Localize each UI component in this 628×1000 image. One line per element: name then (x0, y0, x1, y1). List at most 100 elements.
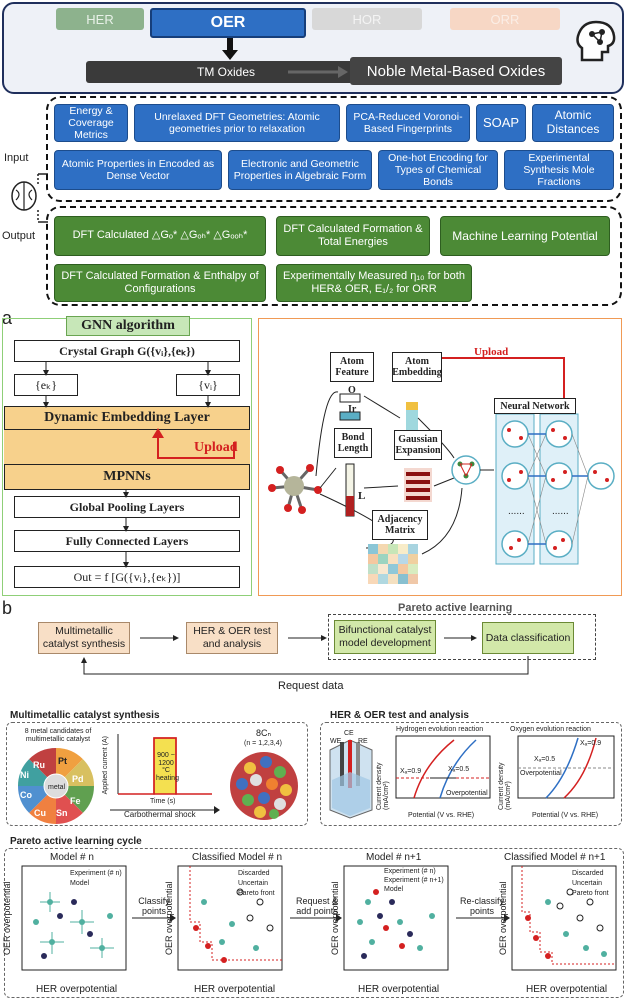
her-potential-label: Potential (V vs. RHE) (408, 812, 475, 819)
legend-experiment-n1: Experiment (# n+1) (384, 877, 444, 884)
y-axis-label-4: OER overpotential (498, 881, 508, 955)
output-measured-eta[interactable]: Experimentally Measured η₁₀ for both HER… (276, 264, 472, 302)
atom-feature-box[interactable]: Atom Feature (330, 352, 374, 382)
legend-pareto-front-b: Pareto front (572, 890, 609, 897)
her-x05-label: Xₐ=0.5 (448, 766, 470, 773)
input-label: Input (4, 152, 29, 164)
dynamic-embedding-layer[interactable]: Dynamic Embedding Layer (4, 406, 250, 430)
noble-metal-oxides-pill[interactable]: Noble Metal-Based Oxides (350, 57, 562, 85)
crystal-graph-box[interactable]: Crystal Graph G({vᵢ},{eₖ}) (14, 340, 240, 362)
tab-orr[interactable]: ORR (450, 8, 560, 30)
oer-cd-label: Current density (mA/cm²) (498, 762, 512, 810)
model-n1-title: Model # n+1 (366, 852, 422, 863)
input-synthesis-fractions[interactable]: Experimental Synthesis Mole Fractions (504, 150, 614, 190)
oer-overpotential-label: Overpotential (520, 770, 562, 777)
metal-pt: Pt (58, 756, 67, 766)
x-axis-label-3: HER overpotential (358, 984, 440, 995)
tab-her[interactable]: HER (56, 8, 144, 30)
legend-uncertain-b: Uncertain (572, 880, 602, 887)
atom-embedding-box[interactable]: Atom Embedding (392, 352, 442, 382)
input-unrelaxed-dft[interactable]: Unrelaxed DFT Geometries: Atomic geometr… (134, 104, 340, 142)
pareto-bracket (328, 614, 596, 660)
ai-head-icon (576, 20, 616, 62)
output-ml-potential[interactable]: Machine Learning Potential (440, 216, 610, 256)
neural-network-box[interactable]: Neural Network (494, 398, 576, 414)
metal-cu: Cu (34, 808, 46, 818)
svg-text:......: ...... (508, 506, 525, 517)
applied-current-label: Applied current (A) (102, 736, 109, 795)
x-axis-label-1: HER overpotential (36, 984, 118, 995)
electrode-ce: CE (344, 730, 354, 737)
electrode-re: RE (358, 738, 368, 745)
oer-potential-label: Potential (V vs. RHE) (532, 812, 599, 819)
metal-sn: Sn (56, 808, 68, 818)
pareto-cycle-panel (4, 848, 624, 998)
request-add-label: Request & add points (295, 896, 339, 916)
oer-plot-title: Oxygen evolution reaction (510, 726, 591, 733)
metal-ni: Ni (20, 770, 29, 780)
output-label: Output (2, 230, 36, 242)
pareto-plots (21, 865, 617, 971)
x-axis-label-4: HER overpotential (526, 984, 608, 995)
tab-hor[interactable]: HOR (312, 8, 422, 30)
flow-synthesis[interactable]: Multimetallic catalyst synthesis (38, 622, 130, 654)
tm-oxides-pill[interactable]: TM Oxides (86, 61, 366, 83)
output-dft-gibbs[interactable]: DFT Calculated △Gₒ* △Gₒₕ* △Gₒₒₕ* (54, 216, 266, 256)
upload-arrow-icon (152, 428, 235, 459)
shock-arrow (110, 806, 220, 814)
synthesis-panel (6, 722, 308, 826)
input-one-hot-bonds[interactable]: One-hot Encoding for Types of Chemical B… (378, 150, 498, 190)
output-formation-enthalpy[interactable]: DFT Calculated Formation & Enthalpy of C… (54, 264, 266, 302)
input-atomic-properties[interactable]: Atomic Properties in Encoded as Dense Ve… (54, 150, 222, 190)
legend-discarded: Discarded (238, 870, 270, 877)
oer-polarization-plot (517, 735, 615, 799)
tab-oer[interactable]: OER (150, 8, 306, 38)
input-electronic-geometric[interactable]: Electronic and Geometric Properties in A… (228, 150, 372, 190)
output-targets-box (46, 206, 622, 306)
input-pca-voronoi[interactable]: PCA-Reduced Voronoi-Based Fingerprints (346, 104, 470, 142)
gaussian-expansion-box[interactable]: Gaussian Expansion (394, 430, 442, 460)
input-energy-coverage[interactable]: Energy & Coverage Metrics (54, 104, 128, 142)
adjacency-matrix-grid (368, 544, 418, 584)
gnn-detail-panel (258, 318, 622, 596)
metal-candidates-caption: 8 metal candidates of multimetallic cata… (24, 728, 92, 743)
metal-pd: Pd (72, 774, 84, 784)
pareto-active-learning-label: Pareto active learning (398, 602, 513, 614)
flow-model-development[interactable]: Bifunctional catalyst model development (334, 620, 436, 654)
input-soap[interactable]: SOAP (476, 104, 526, 142)
gnn-title: GNN algorithm (66, 316, 190, 336)
molecule-icon (268, 464, 322, 514)
classified-model-n1-title: Classified Model # n+1 (504, 852, 606, 863)
oxygen-label: O (348, 385, 356, 396)
metal-co: Co (20, 790, 32, 800)
right-arrow-icon (288, 66, 348, 78)
brain-icon (11, 173, 48, 223)
gnn-flow-arrows (43, 362, 211, 568)
upload-label: Upload (194, 440, 238, 455)
y-axis-label-3: OER overpotential (330, 881, 340, 955)
request-data-label: Request data (278, 680, 344, 692)
oer-x09-label: Xₐ=0.9 (580, 740, 602, 747)
her-plot-title: Hydrogen evolution reaction (396, 726, 484, 733)
mpnn-layer[interactable]: MPNNs (4, 464, 250, 490)
her-cd-label: Current density (mA/cm²) (376, 762, 390, 810)
iridium-label: Ir (348, 404, 357, 415)
heat-label: 900 ~ 1200 °C heating (156, 752, 179, 783)
edge-set-box[interactable]: {eₖ} (14, 374, 78, 396)
flow-data-classification[interactable]: Data classification (482, 622, 574, 654)
legend-experiment-n-b: Experiment (# n) (384, 868, 436, 875)
down-arrow-icon (222, 38, 238, 60)
y-axis-label-2: OER overpotential (164, 881, 174, 955)
upload-label-2: Upload (474, 346, 509, 358)
output-formation-total[interactable]: DFT Calculated Formation & Total Energie… (276, 216, 430, 256)
sc-label: 8Cₙ (256, 728, 272, 738)
adjacency-matrix-box[interactable]: Adjacency Matrix (372, 510, 428, 540)
legend-model: Model (70, 880, 90, 887)
input-atomic-distances[interactable]: Atomic Distances (532, 104, 614, 142)
model-n-title: Model # n (50, 852, 94, 863)
pareto-cycle-title: Pareto active learning cycle (10, 836, 142, 847)
bond-length-box[interactable]: Bond Length (334, 428, 372, 458)
legend-pareto-front: Pareto front (238, 890, 275, 897)
gnn-detail-diagram: ...... ...... (268, 352, 615, 584)
flow-test-analysis[interactable]: HER & OER test and analysis (186, 622, 278, 654)
